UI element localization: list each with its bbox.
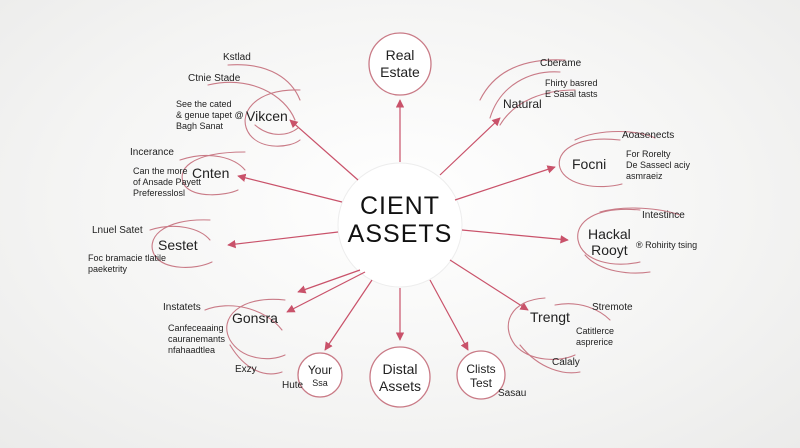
hackal-top-1: Intestince: [642, 210, 685, 221]
swirl-natural-3: [499, 89, 576, 126]
gonsra-top-1: Instatets: [163, 302, 201, 313]
cnten-title: Cnten: [192, 165, 230, 181]
gonsra-sub: Canfeceaaing cauranemants nfahaadtlea: [168, 323, 226, 355]
swirl-vikcen-2: [227, 64, 301, 101]
swirl-gonsra: [226, 298, 286, 360]
swirl-sestet-2: [149, 225, 211, 241]
arrow-clists: [429, 279, 469, 351]
hackal-sub: ® Rohirity tsing: [636, 240, 698, 250]
center-title: CIENT ASSETS: [340, 192, 460, 248]
swirl-trengt: [507, 297, 576, 360]
node-distal-line-2: Assets: [378, 378, 421, 394]
gonsra-bottom: Exzy: [235, 364, 257, 375]
hute-label: Hute: [282, 380, 304, 391]
node-clists: Clists Test: [457, 362, 505, 390]
focni-sub: For Rorelty De Sassecl aciy asmraeiz: [626, 149, 691, 181]
swirl-vikcen-4: [254, 124, 299, 135]
node-distal-line-1: Distal: [382, 361, 418, 377]
node-circle-your: [297, 352, 343, 398]
arrow-focni: [454, 165, 556, 201]
vikcen-sub: See the cated & genue tapet @ Bagh Sanat: [176, 99, 244, 131]
swirl-gonsra-2: [204, 305, 283, 331]
arrow-trengt: [449, 259, 529, 311]
natural-title: Natural: [503, 97, 542, 111]
trengt-top-1: Stremote: [592, 302, 633, 313]
arrow-your: [324, 279, 373, 351]
arrow-cnten: [237, 173, 343, 203]
node-circle-real-estate: [368, 32, 432, 96]
swirl-focni: [558, 138, 623, 188]
swirl-hackal: [577, 208, 641, 265]
cnten-top-1: Incerance: [130, 147, 174, 158]
node-real-estate-line-2: Estate: [380, 64, 420, 80]
cnten-sub: Can the more of Ansade Payett Preferessl…: [133, 166, 202, 198]
swirl-trengt-3: [519, 344, 581, 374]
natural-sub: Fhirty basred E Sasal tasts: [545, 78, 598, 99]
swirl-gonsra-3: [229, 344, 283, 375]
vikcen-top-1: Kstlad: [223, 52, 251, 63]
arrow-vikcen: [289, 119, 359, 181]
natural-top-1: Cberame: [540, 58, 582, 69]
sestet-top-1: Lnuel Satet: [92, 225, 143, 236]
arrow-gonsra-a: [286, 271, 366, 313]
arrow-sestet: [227, 231, 339, 249]
swirl-trengt-2: [554, 303, 611, 321]
sasau-label: Sasau: [498, 388, 527, 399]
node-your-line-2: Ssa: [312, 378, 328, 388]
swirl-vikcen-3: [207, 81, 296, 121]
gonsra-title: Gonsra: [232, 310, 278, 326]
swirl-vikcen: [244, 89, 301, 147]
arrow-hackal: [461, 229, 569, 244]
swirl-hackal-3: [584, 254, 651, 274]
hackal-title: Hackal Rooyt: [588, 226, 631, 258]
center-line-2: ASSETS: [347, 220, 453, 248]
arrow-gonsra-b: [297, 269, 361, 294]
trengt-bottom: Calaly: [552, 357, 580, 368]
trengt-title: Trengt: [530, 309, 570, 325]
node-your: Your Ssa: [298, 364, 342, 390]
vikcen-top-2: Ctnie Stade: [188, 73, 241, 84]
node-real-estate-line-1: Real: [385, 47, 415, 63]
center-line-1: CIENT: [360, 192, 440, 220]
node-circle-clists: [456, 350, 506, 400]
sestet-title: Sestet: [158, 237, 198, 253]
vikcen-title: Vikcen: [246, 108, 288, 124]
node-your-line-1: Your: [307, 363, 333, 377]
node-distal: Distal Assets: [370, 361, 430, 395]
swirl-hackal-2: [599, 207, 681, 216]
node-circle-distal: [369, 346, 431, 408]
sestet-sub: Foc bramacie tlatile paeketrity: [88, 253, 167, 274]
swirl-natural-2: [479, 59, 566, 101]
focni-title: Focni: [572, 156, 607, 172]
node-clists-line-2: Test: [469, 376, 492, 390]
arrow-natural: [439, 117, 501, 176]
swirl-cnten-2: [179, 154, 246, 171]
center-hub: [337, 162, 463, 288]
node-clists-line-1: Clists: [466, 362, 496, 376]
swirl-sestet: [151, 219, 213, 268]
focni-top-1: Aoasenects: [622, 130, 675, 141]
swirl-natural: [489, 71, 561, 119]
swirl-focni-2: [574, 130, 656, 141]
node-real-estate: Real Estate: [370, 47, 430, 81]
trengt-sub: Catitlerce asprerice: [576, 326, 615, 347]
